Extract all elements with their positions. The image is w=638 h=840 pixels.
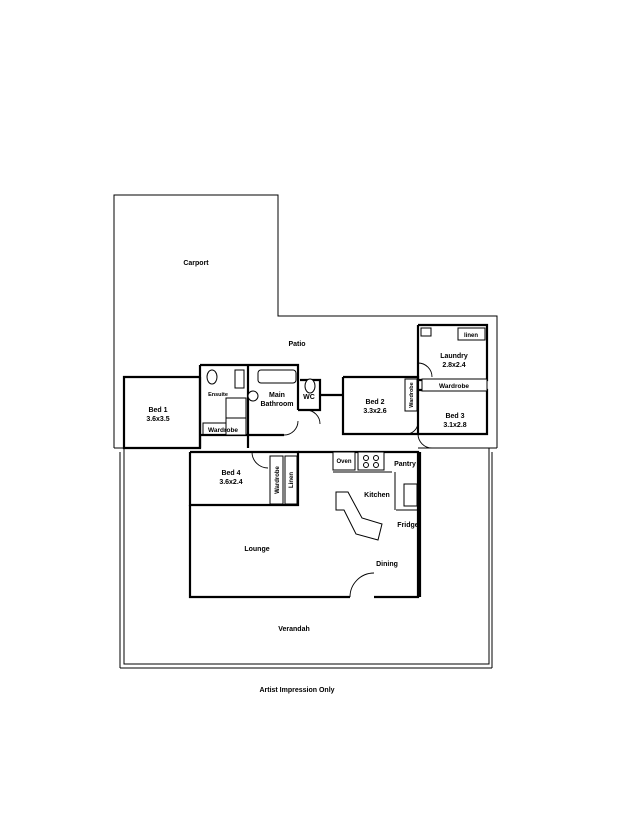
tub-icon	[420, 327, 432, 337]
label-verandah: Verandah	[278, 626, 310, 633]
doors	[251, 362, 433, 598]
basin-icon	[234, 369, 245, 389]
label-patio: Patio	[288, 341, 305, 348]
bed2-wardrobe	[404, 378, 418, 412]
label-wc: WC	[303, 394, 315, 401]
label-laundry-linen: linen	[464, 333, 478, 339]
label-bed4-wardrobe: Wardrobe	[275, 465, 281, 493]
label-bed4-linen: Linen	[289, 472, 295, 488]
bed4-linen	[284, 455, 298, 505]
bath-icon	[257, 369, 297, 384]
kitchen-island	[335, 491, 383, 541]
label-bed2-wardrobe: Wardrobe	[409, 382, 415, 407]
label-lounge: Lounge	[244, 546, 269, 553]
label-laundry-name: Laundry	[440, 353, 468, 360]
bed4-wardrobe	[269, 455, 284, 505]
label-bed4-size: 3.6x2.4	[219, 479, 242, 486]
basin-icon	[247, 390, 259, 402]
label-pantry: Pantry	[394, 461, 416, 468]
label-kitchen: Kitchen	[364, 492, 390, 499]
room-wet-area	[198, 363, 342, 448]
label-ensuite: Ensuite	[208, 392, 228, 398]
shower-icon	[225, 397, 247, 419]
label-bed1-wardrobe: Wardrobe	[208, 427, 238, 434]
label-dining: Dining	[376, 561, 398, 568]
shower-icon	[225, 417, 247, 436]
bed3-wardrobe	[421, 378, 488, 392]
room-bed-1	[122, 375, 244, 450]
toilet-icon	[206, 369, 218, 385]
label-laundry-size: 2.8x2.4	[442, 362, 465, 369]
label-main-bath-1: Main	[269, 392, 285, 399]
label-bed2-size: 3.3x2.6	[363, 408, 386, 415]
oven-icon	[332, 451, 356, 471]
label-bed3-wardrobe: Wardrobe	[439, 383, 469, 390]
label-main-bath-2: Bathroom	[260, 401, 293, 408]
room-bed-3	[418, 378, 489, 436]
sink-icon	[403, 483, 418, 507]
room-living	[188, 450, 422, 599]
label-bed3-name: Bed 3	[445, 413, 464, 420]
label-fridge: Fridge	[397, 522, 418, 529]
caption: Artist Impression Only	[259, 687, 334, 694]
label-bed1-name: Bed 1	[148, 407, 167, 414]
label-bed2-name: Bed 2	[365, 399, 384, 406]
label-carport: Carport	[183, 260, 209, 267]
label-oven: Oven	[336, 459, 351, 465]
toilet-icon	[304, 378, 316, 394]
outline-verandah	[119, 448, 493, 669]
label-bed4-name: Bed 4	[221, 470, 240, 477]
room-bed-4	[188, 450, 300, 507]
laundry-linen	[457, 327, 486, 341]
cooktop-icon	[357, 451, 385, 471]
label-bed1-size: 3.6x3.5	[146, 416, 169, 423]
label-bed3-size: 3.1x2.8	[443, 422, 466, 429]
